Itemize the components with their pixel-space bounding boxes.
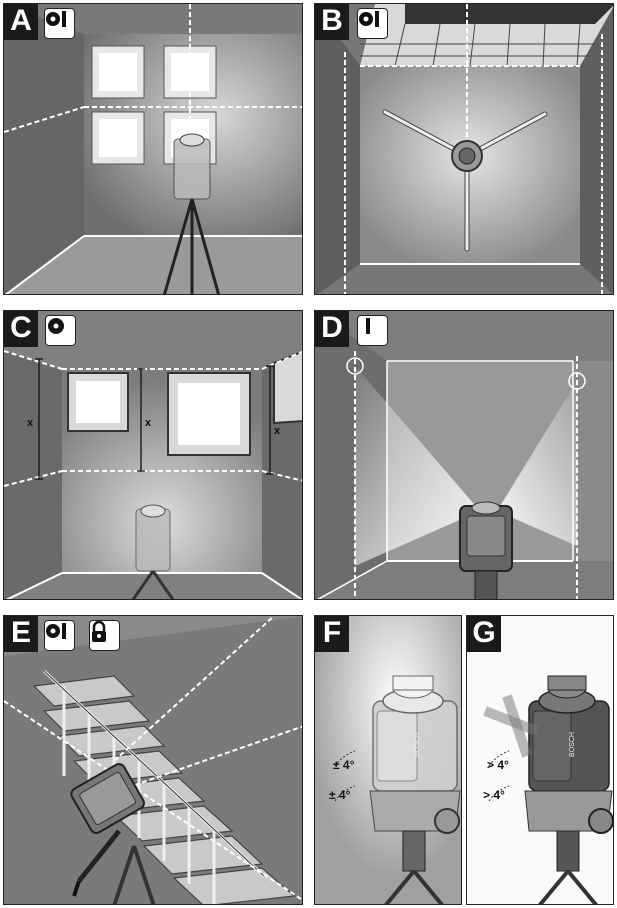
brand-label: BOSCH bbox=[568, 732, 576, 757]
room-illustration-c bbox=[4, 311, 302, 599]
brand-label: BOSCH bbox=[413, 732, 421, 757]
panel-label-g: G bbox=[467, 616, 501, 652]
distance-mark-x: x bbox=[145, 417, 152, 429]
tilt-exceeded-label: > 4° bbox=[483, 788, 505, 802]
padlock-icon bbox=[89, 620, 120, 651]
tilt-tolerance-label: ± 4° bbox=[329, 788, 351, 802]
distance-mark-x: x bbox=[27, 417, 34, 429]
panel-b: B bbox=[314, 3, 614, 295]
dot-and-line-icon bbox=[44, 620, 75, 651]
panel-label-d: D bbox=[315, 311, 349, 347]
room-illustration-a bbox=[4, 4, 302, 294]
panel-label-a: A bbox=[4, 4, 38, 40]
panel-label-f: F bbox=[315, 616, 349, 652]
dot-icon bbox=[45, 315, 76, 346]
dot-and-line-icon bbox=[357, 8, 388, 39]
panel-a: A bbox=[3, 3, 303, 295]
staircase-illustration-e bbox=[4, 616, 302, 904]
ceiling-illustration-b bbox=[315, 4, 613, 294]
laser-tilt-ok-illustration-f bbox=[315, 616, 461, 904]
panel-f: F ± 4° ± 4° BOSCH bbox=[314, 615, 462, 905]
panel-label-e: E bbox=[4, 616, 38, 652]
panel-label-c: C bbox=[4, 311, 38, 347]
line-icon bbox=[357, 315, 388, 346]
panel-e: E bbox=[3, 615, 303, 905]
panel-c: C x x x bbox=[3, 310, 303, 600]
tilt-exceeded-label: > 4° bbox=[487, 758, 509, 772]
laser-tilt-exceeded-illustration-g bbox=[467, 616, 613, 904]
dot-and-line-icon bbox=[44, 8, 75, 39]
panel-label-b: B bbox=[315, 4, 349, 40]
tilt-tolerance-label: ± 4° bbox=[333, 758, 355, 772]
panel-d: D bbox=[314, 310, 614, 600]
panel-g: G > 4° > 4° BOSCH bbox=[466, 615, 614, 905]
room-illustration-d bbox=[315, 311, 613, 599]
distance-mark-x: x bbox=[274, 425, 281, 437]
